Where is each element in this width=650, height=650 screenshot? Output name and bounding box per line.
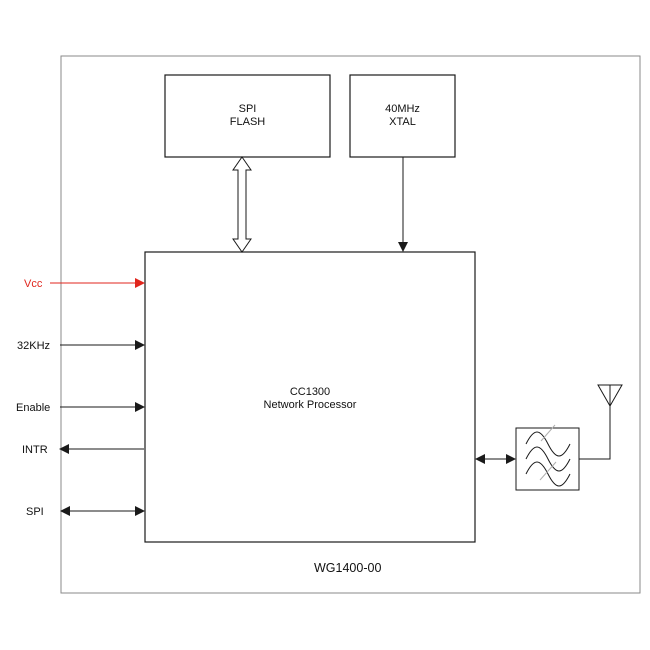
- xtal-label: 40MHz XTAL: [350, 103, 455, 129]
- xtal-label-line2: XTAL: [389, 116, 416, 128]
- processor-block: [144, 251, 476, 543]
- vcc-label: Vcc: [24, 278, 43, 290]
- spi-flash-label-line1: SPI: [238, 103, 257, 115]
- spi-flash-label: SPI FLASH: [165, 103, 330, 129]
- enable-label: Enable: [16, 402, 51, 414]
- antenna-icon: [597, 384, 623, 408]
- filter-icon: [515, 424, 580, 491]
- processor-label-line1: CC1300: [289, 386, 331, 398]
- xtal-label-line1: 40MHz: [385, 103, 420, 115]
- spi-flash-label-line2: FLASH: [229, 116, 266, 128]
- processor-label: CC1300 Network Processor: [145, 386, 475, 412]
- module-outline: [60, 55, 641, 594]
- clock-32k-label: 32KHz: [17, 340, 51, 352]
- processor-label-line2: Network Processor: [263, 399, 357, 411]
- intr-label: INTR: [22, 444, 48, 456]
- module-label: WG1400-00: [314, 561, 382, 575]
- flash-bus-arrow: [232, 156, 252, 253]
- spi-flash-block: [164, 74, 331, 158]
- spi-label: SPI: [26, 506, 44, 518]
- xtal-block: [349, 74, 456, 158]
- antenna-feed-line: [579, 406, 611, 460]
